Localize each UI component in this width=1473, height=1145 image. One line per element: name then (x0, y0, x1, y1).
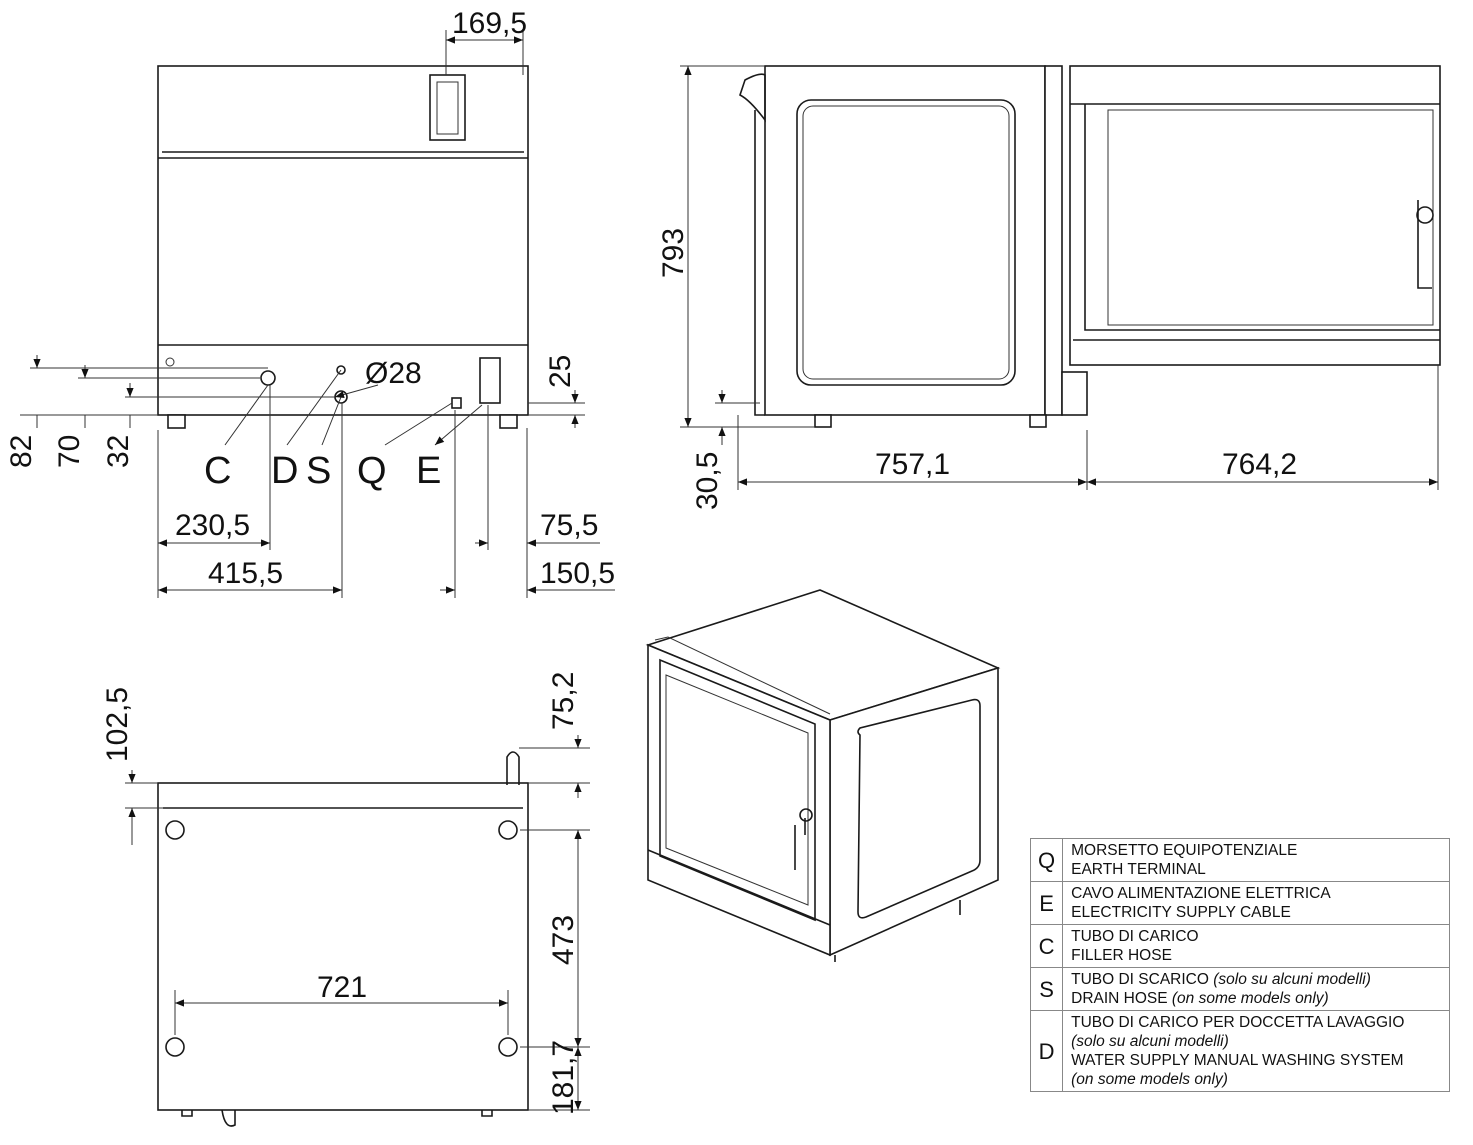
dim-764-2: 764,2 (1222, 448, 1297, 481)
legend-desc: TUBO DI SCARICO (solo su alcuni modelli)… (1062, 967, 1450, 1011)
legend-desc: CAVO ALIMENTAZIONE ELETTRICA ELECTRICITY … (1062, 881, 1450, 925)
legend-row-e: E CAVO ALIMENTAZIONE ELETTRICA ELECTRICIT… (1029, 881, 1450, 925)
legend-key: C (1029, 924, 1064, 968)
dim-793: 793 (657, 228, 690, 278)
legend-note: (on some models only) (1071, 1071, 1228, 1088)
dim-30-5: 30,5 (691, 452, 724, 510)
dim-169-5: 169,5 (452, 7, 527, 40)
label-e: E (416, 450, 441, 492)
hose (506, 751, 520, 785)
label-d: D (271, 450, 298, 492)
dim-82: 82 (5, 435, 38, 468)
legend-desc: TUBO DI CARICO PER DOCCETTA LAVAGGIO (so… (1062, 1010, 1450, 1092)
label-q: Q (357, 450, 387, 492)
legend-key: Q (1029, 838, 1064, 882)
legend-key: E (1029, 881, 1064, 925)
side-view: 793 30,5 757,1 764,2 (657, 65, 1441, 510)
legend-note: (solo su alcuni modelli) (1071, 1033, 1229, 1050)
dim-230-5: 230,5 (175, 509, 250, 542)
door-handle (1417, 200, 1432, 289)
legend-line: EARTH TERMINAL (1071, 861, 1206, 878)
legend-line: CAVO ALIMENTAZIONE ELETTRICA (1071, 885, 1331, 902)
legend-row-c: C TUBO DI CARICO FILLER HOSE (1029, 924, 1450, 968)
label-c: C (204, 450, 231, 492)
legend-row-d: D TUBO DI CARICO PER DOCCETTA LAVAGGIO (… (1029, 1010, 1450, 1092)
dim-415-5: 415,5 (208, 557, 283, 590)
legend-line: ELECTRICITY SUPPLY CABLE (1071, 904, 1291, 921)
control-panel (429, 74, 466, 141)
legend-note: (solo su alcuni modelli) (1213, 971, 1371, 988)
dim-75-2: 75,2 (547, 672, 580, 730)
washing-supply-connector (336, 365, 346, 375)
legend-desc: MORSETTO EQUIPOTENZIALE EARTH TERMINAL (1062, 838, 1450, 882)
legend-line: TUBO DI SCARICO (1071, 971, 1214, 988)
dim-25: 25 (544, 355, 577, 388)
dim-181-7: 181,7 (547, 1040, 580, 1115)
dim-150-5: 150,5 (540, 557, 615, 590)
dim-32: 32 (102, 435, 135, 468)
legend-row-s: S TUBO DI SCARICO (solo su alcuni modell… (1029, 967, 1450, 1011)
front-view: 169,5 82 70 32 25 Ø28 230,5 415,5 75,5 1… (5, 7, 615, 598)
foot (499, 414, 518, 429)
label-s: S (306, 450, 331, 492)
dim-102-5: 102,5 (101, 687, 134, 762)
legend-line: TUBO DI CARICO PER DOCCETTA LAVAGGIO (1071, 1014, 1405, 1031)
legend-line: MORSETTO EQUIPOTENZIALE (1071, 842, 1298, 859)
legend-line: FILLER HOSE (1071, 947, 1172, 964)
dim-757-1: 757,1 (875, 448, 950, 481)
legend-row-q: Q MORSETTO EQUIPOTENZIALE EARTH TERMINAL (1029, 838, 1450, 882)
open-door (1069, 65, 1441, 366)
legend-desc: TUBO DI CARICO FILLER HOSE (1062, 924, 1450, 968)
dim-70: 70 (53, 435, 86, 468)
power-cable-gland (479, 357, 501, 404)
legend-line: TUBO DI CARICO (1071, 928, 1199, 945)
dim-473: 473 (547, 915, 580, 965)
isometric-view (645, 589, 1001, 962)
legend-note: (on some models only) (1171, 990, 1329, 1007)
legend-line: DRAIN HOSE (1071, 990, 1172, 1007)
legend-key: D (1029, 1010, 1064, 1092)
dim-75-5: 75,5 (540, 509, 598, 542)
dim-721: 721 (317, 971, 367, 1004)
legend-line: WATER SUPPLY MANUAL WASHING SYSTEM (1071, 1052, 1404, 1069)
dim-diameter-28: Ø28 (365, 357, 422, 390)
legend-key: S (1029, 967, 1064, 1011)
plan-view: 102,5 75,2 473 181,7 721 (101, 672, 590, 1127)
foot (167, 414, 186, 429)
